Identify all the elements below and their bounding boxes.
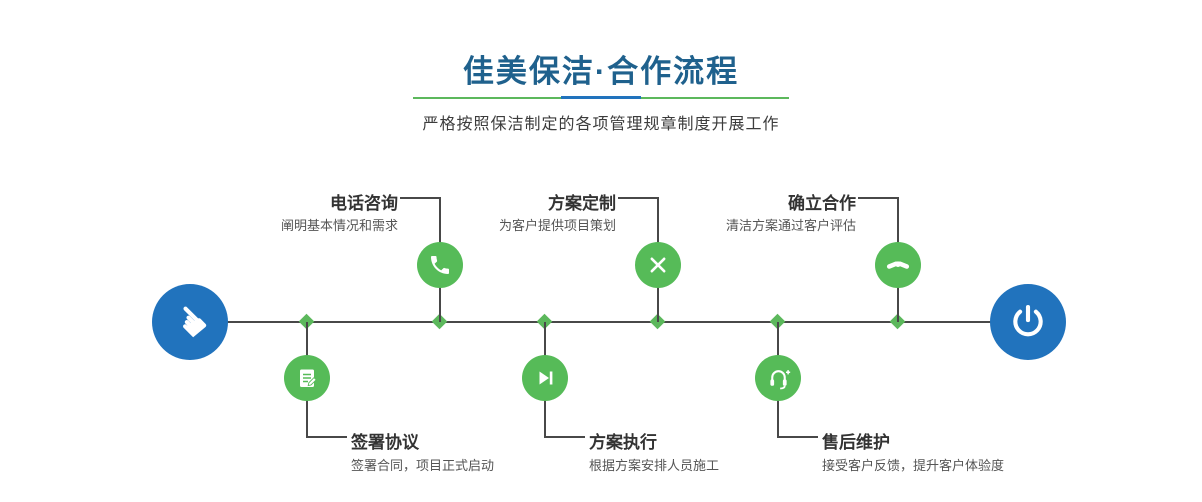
timeline-start-node: ☚ — [152, 284, 228, 360]
timeline-end-node — [990, 284, 1066, 360]
connector-line — [439, 197, 441, 243]
connector-line — [544, 400, 546, 438]
crossed-pencils-icon — [650, 257, 666, 273]
divider-segment-center — [561, 96, 641, 99]
connector-line — [897, 197, 899, 243]
connector-line — [306, 322, 308, 356]
handshake-icon — [886, 261, 910, 269]
connector-line — [544, 322, 546, 356]
connector-line — [657, 197, 659, 243]
divider-segment-right — [641, 96, 789, 99]
power-icon — [1013, 305, 1043, 337]
connector-line — [657, 287, 659, 322]
step-title: 售后维护 — [822, 433, 890, 452]
divider-segment-left — [413, 96, 561, 99]
connector-line — [400, 197, 440, 199]
step-description: 签署合同，项目正式启动 — [351, 458, 495, 473]
connector-line — [545, 436, 585, 438]
step-icon-circle — [875, 242, 921, 288]
connector-line — [439, 287, 441, 322]
connector-line — [307, 436, 347, 438]
title-divider — [413, 96, 789, 99]
step-description: 为客户提供项目策划 — [498, 218, 616, 233]
contract-icon — [300, 369, 317, 387]
phone-icon — [431, 256, 449, 274]
play-next-icon — [539, 371, 553, 385]
connector-line — [777, 322, 779, 356]
step-description: 接受客户反馈，提升客户体验度 — [822, 458, 1005, 473]
step-title: 电话咨询 — [330, 194, 398, 213]
connector-line — [897, 287, 899, 322]
connector-line — [618, 197, 658, 199]
step-title: 签署协议 — [351, 433, 419, 452]
connector-line — [858, 197, 898, 199]
step-title: 方案执行 — [589, 433, 657, 452]
step-description: 根据方案安排人员施工 — [589, 458, 720, 473]
step-description: 阐明基本情况和需求 — [280, 218, 398, 233]
connector-line — [777, 400, 779, 438]
headset-icon — [769, 369, 790, 389]
step-icon-circle — [755, 355, 801, 401]
step-icon-circle — [284, 355, 330, 401]
step-icon-circle — [522, 355, 568, 401]
page-subtitle: 严格按照保洁制定的各项管理规章制度开展工作 — [422, 116, 780, 133]
step-title: 确立合作 — [788, 194, 856, 213]
connector-line — [306, 400, 308, 438]
page-title: 佳美保洁·合作流程 — [462, 54, 740, 89]
step-title: 方案定制 — [548, 194, 616, 213]
step-description: 清洁方案通过客户评估 — [725, 218, 856, 233]
connector-line — [778, 436, 818, 438]
step-icon-circle — [417, 242, 463, 288]
timeline-line — [190, 321, 1030, 323]
step-icon-circle — [635, 242, 681, 288]
pointing-hand-icon: ☚ — [161, 293, 219, 351]
